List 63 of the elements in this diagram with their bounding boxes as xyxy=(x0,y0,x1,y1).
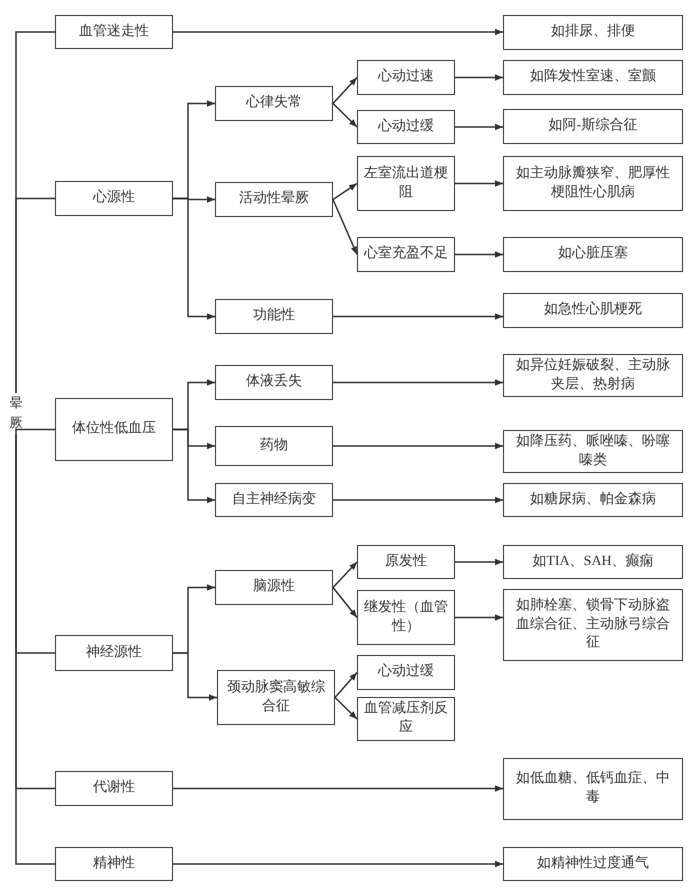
root-label: 晕厥 xyxy=(8,393,24,435)
process-box: 精神性 xyxy=(55,847,173,881)
process-box: 左室流出道梗阻 xyxy=(357,156,455,211)
process-box: 如主动脉瓣狭窄、肥厚性梗阻性心肌病 xyxy=(503,156,683,211)
process-box: 心动过缓 xyxy=(357,655,455,690)
process-box: 体位性低血压 xyxy=(55,398,173,461)
arrow xyxy=(332,102,358,128)
arrow xyxy=(455,180,503,187)
arrow xyxy=(173,428,215,504)
process-box: 如肺栓塞、锁骨下动脉盗血综合征、主动脉弓综合征 xyxy=(503,589,683,661)
process-box: 如精神性过度通气 xyxy=(503,847,683,881)
process-box: 如阿-斯综合征 xyxy=(503,109,683,144)
process-box: 如异位妊娠破裂、主动脉夹层、热射病 xyxy=(503,354,683,397)
arrow xyxy=(455,124,503,130)
process-box: 心动过缓 xyxy=(357,110,455,144)
process-box: 继发性（血管性） xyxy=(357,590,455,645)
process-box: 药物 xyxy=(215,426,333,466)
process-box: 神经源性 xyxy=(55,635,173,671)
process-box: 原发性 xyxy=(357,545,455,579)
arrow xyxy=(332,77,358,104)
arrow xyxy=(332,587,358,618)
process-box: 颈动脉窦高敏综合征 xyxy=(217,670,335,725)
arrow xyxy=(334,672,358,698)
arrow xyxy=(333,313,503,320)
arrow xyxy=(332,199,358,255)
process-box: 如降压药、哌唑嗪、吩噻嗪类 xyxy=(503,430,683,473)
process-box: 代谢性 xyxy=(55,771,173,806)
process-box: 心律失常 xyxy=(215,86,333,121)
arrow xyxy=(334,696,358,720)
arrow xyxy=(455,558,503,566)
process-box: 自主神经病变 xyxy=(215,483,333,517)
arrow xyxy=(173,198,215,320)
arrow xyxy=(173,785,503,792)
arrow xyxy=(332,182,358,200)
connector-line xyxy=(15,198,55,393)
process-box: 脑源性 xyxy=(215,570,333,605)
process-box: 血管迷走性 xyxy=(55,15,173,49)
process-box: 血管减压剂反应 xyxy=(357,697,455,741)
arrow xyxy=(332,561,358,588)
arrow xyxy=(333,496,503,504)
arrow xyxy=(455,74,503,81)
process-box: 如心脏压塞 xyxy=(503,237,683,272)
arrow xyxy=(455,251,503,258)
arrow xyxy=(455,614,503,621)
process-box: 心源性 xyxy=(55,181,173,216)
process-box: 如糖尿病、帕金森病 xyxy=(503,483,683,517)
arrow xyxy=(173,28,503,36)
connector-line xyxy=(15,428,55,435)
arrow xyxy=(173,860,503,868)
process-box: 如阵发性室速、室颤 xyxy=(503,60,683,95)
connector-line xyxy=(15,435,55,865)
process-box: 如低血糖、低钙血症、中毒 xyxy=(503,758,683,820)
process-box: 心室充盈不足 xyxy=(357,237,455,272)
process-box: 如排尿、排便 xyxy=(503,15,683,50)
arrow xyxy=(333,379,503,386)
process-box: 活动性晕厥 xyxy=(215,182,333,217)
arrow xyxy=(333,442,503,450)
process-box: 如急性心肌梗死 xyxy=(503,293,683,328)
process-box: 体液丢失 xyxy=(215,365,333,400)
arrow xyxy=(173,652,217,701)
process-box: 心动过速 xyxy=(357,60,455,95)
process-box: 如TIA、SAH、癫痫 xyxy=(503,545,683,579)
process-box: 功能性 xyxy=(215,299,333,334)
